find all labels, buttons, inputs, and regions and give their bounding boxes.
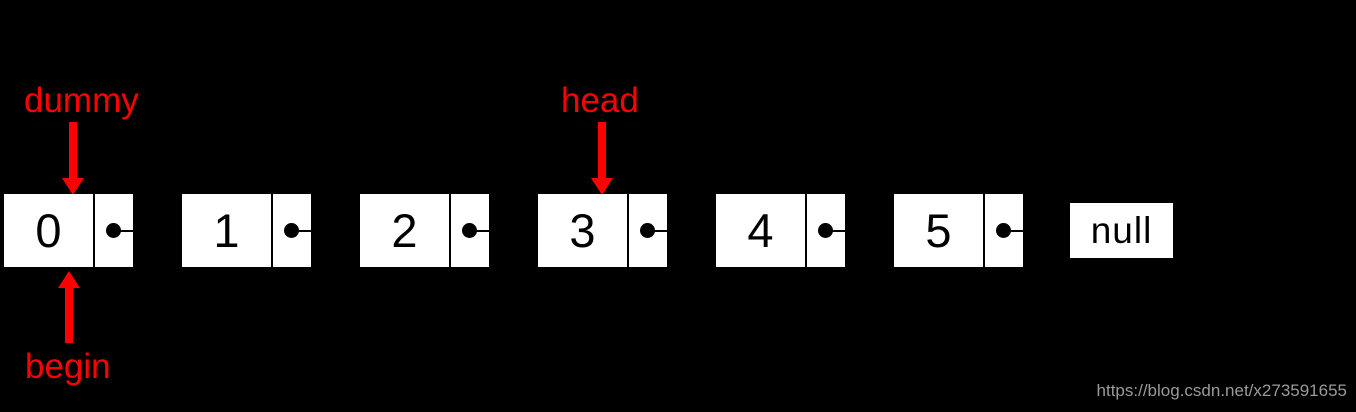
list-node: 4 [716,194,845,267]
list-node: 1 [182,194,311,267]
node-value: 3 [538,194,629,267]
begin-arrow-up-icon [58,271,80,343]
pointer-line [1004,229,1023,232]
node-next-cell [273,194,311,267]
node-value: 1 [182,194,273,267]
node-value: 2 [360,194,451,267]
list-node: 0 [4,194,133,267]
list-node: 3 [538,194,667,267]
list-node: 2 [360,194,489,267]
node-next-cell [95,194,133,267]
pointer-dot [639,223,655,238]
begin-label: begin [25,347,111,386]
arrow-shaft [69,122,77,178]
pointer-line [826,229,845,232]
list-node: 5 [894,194,1023,267]
node-value: 4 [716,194,807,267]
watermark-url: https://blog.csdn.net/x273591655 [1096,381,1347,400]
pointer-dot [283,223,299,238]
pointer-line [470,229,489,232]
node-next-cell [985,194,1023,267]
pointer-line [292,229,311,232]
arrow-shaft [598,122,606,178]
pointer-line [648,229,667,232]
node-next-cell [807,194,845,267]
head-arrow-down-icon [591,122,613,195]
arrow-head [591,178,613,195]
pointer-dot [461,223,477,238]
dummy-arrow-down-icon [62,122,84,195]
pointer-dot [995,223,1011,238]
pointer-line [114,229,133,232]
arrow-shaft [65,288,73,343]
arrow-head [62,178,84,195]
node-next-cell [629,194,667,267]
null-terminator: null [1070,203,1173,258]
pointer-dot [105,223,121,238]
node-value: 5 [894,194,985,267]
head-label: head [561,81,639,120]
dummy-label: dummy [24,81,139,120]
arrow-head [58,271,80,288]
node-next-cell [451,194,489,267]
node-value: 0 [4,194,95,267]
pointer-dot [817,223,833,238]
